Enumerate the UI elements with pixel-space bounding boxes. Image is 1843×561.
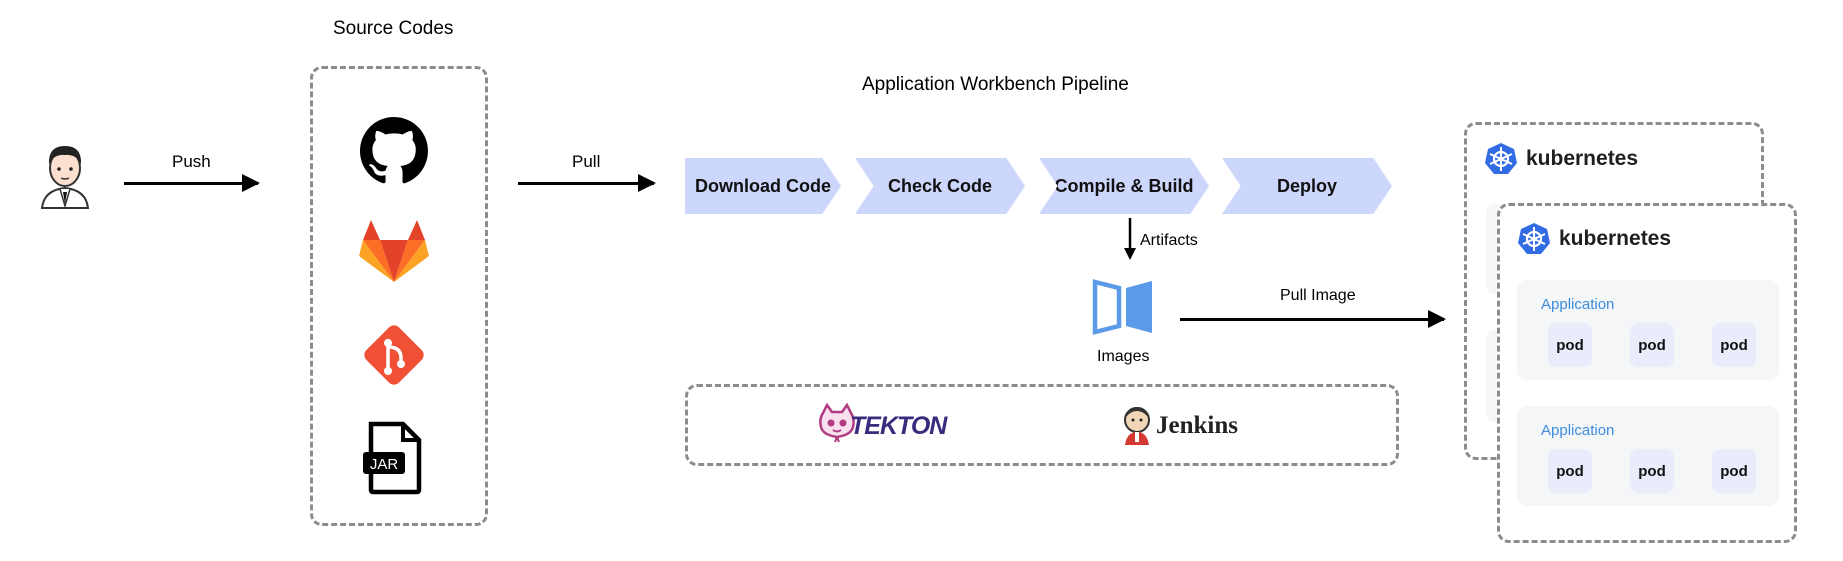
kubernetes-title-back: kubernetes xyxy=(1526,147,1639,170)
tekton-text: TEKTON xyxy=(850,412,947,440)
git-icon xyxy=(357,318,431,392)
jenkins-text: Jenkins xyxy=(1156,412,1238,439)
kubernetes-header-front: kubernetes xyxy=(1517,222,1671,256)
artifacts-label: Artifacts xyxy=(1140,232,1198,249)
source-codes-title: Source Codes xyxy=(333,18,454,39)
github-icon xyxy=(360,117,428,185)
images-label: Images xyxy=(1097,348,1150,365)
push-arrow xyxy=(124,174,260,192)
kubernetes-header-back: kubernetes xyxy=(1484,142,1638,176)
kubernetes-icon xyxy=(1518,223,1550,254)
push-label: Push xyxy=(172,152,211,171)
stage-compile-build: Compile & Build xyxy=(1039,158,1209,214)
pull-image-arrow xyxy=(1180,310,1446,328)
pull-label: Pull xyxy=(572,152,601,171)
pod: pod xyxy=(1630,449,1674,493)
pod: pod xyxy=(1548,449,1592,493)
pod: pod xyxy=(1712,323,1756,367)
pod: pod xyxy=(1630,323,1674,367)
developer-icon xyxy=(36,140,94,210)
pipeline-title: Application Workbench Pipeline xyxy=(862,74,1129,95)
tekton-logo xyxy=(815,403,859,443)
ci-tools-box xyxy=(685,384,1399,466)
application-label: Application xyxy=(1541,422,1615,439)
stage-check-code: Check Code xyxy=(855,158,1025,214)
jar-file-icon: JAR xyxy=(359,420,429,496)
kubernetes-title-front: kubernetes xyxy=(1559,227,1672,250)
application-panel-1: Application pod pod pod xyxy=(1517,280,1779,380)
pull-arrow xyxy=(518,174,656,192)
artifacts-arrow xyxy=(1124,218,1136,260)
stage-deploy: Deploy xyxy=(1222,158,1392,214)
pod: pod xyxy=(1712,449,1756,493)
pod: pod xyxy=(1548,323,1592,367)
images-icon xyxy=(1092,278,1156,336)
stage-download-code: Download Code xyxy=(685,158,841,214)
kubernetes-icon xyxy=(1485,143,1517,174)
jenkins-logo xyxy=(1121,405,1153,445)
svg-text:JAR: JAR xyxy=(370,456,399,473)
gitlab-icon xyxy=(358,218,430,286)
application-label: Application xyxy=(1541,296,1615,313)
pull-image-label: Pull Image xyxy=(1280,287,1356,304)
application-panel-2: Application pod pod pod xyxy=(1517,406,1779,506)
